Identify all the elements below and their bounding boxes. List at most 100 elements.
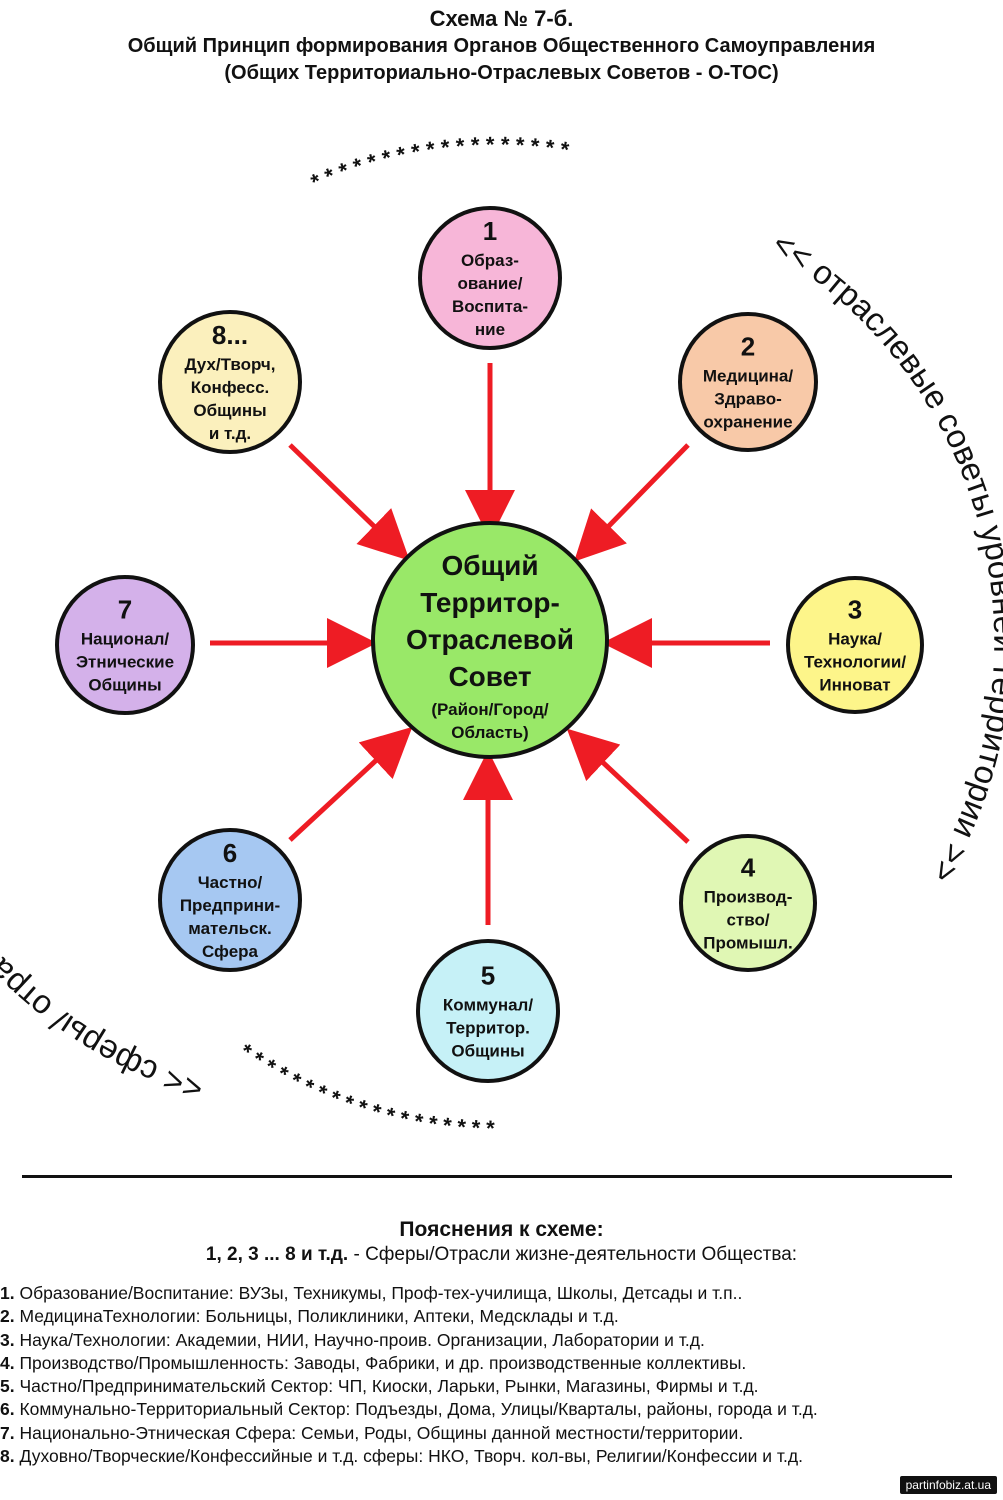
node-label-line: Территор. <box>446 1019 530 1038</box>
node-label-line: ование/ <box>458 274 523 293</box>
list-item: 1. Образование/Воспитание: ВУЗы, Технику… <box>0 1282 1003 1305</box>
list-item-text: МедицинаТехнологии: Больницы, Поликлиник… <box>14 1306 619 1327</box>
section-separator <box>22 1175 952 1178</box>
node-label-line: ние <box>475 320 505 339</box>
node-8: 8... Дух/Творч, Конфесс. Общины и т.д. <box>158 310 302 454</box>
node-number: 7 <box>118 595 132 625</box>
explanations-subtitle: 1, 2, 3 ... 8 и т.д. - Сферы/Отрасли жиз… <box>0 1244 1003 1266</box>
center-circle <box>371 521 609 759</box>
center-label-line: Отраслевой <box>406 624 574 655</box>
explanations-title: Пояснения к схеме: <box>399 1218 604 1241</box>
node-number: 6 <box>223 838 237 868</box>
list-item-number: 4. <box>0 1352 15 1373</box>
diagram-subtitle-line2: (Общих Территориально-Отраслевых Советов… <box>224 62 779 84</box>
node-label-line: Общины <box>88 676 161 695</box>
node-circle <box>679 834 817 972</box>
top-stars-textpath: * * * * * * * * * * * * * * * * * * <box>307 132 571 195</box>
node-circle <box>416 939 560 1083</box>
top-stars-arc: * * * * * * * * * * * * * * * * * * <box>307 132 571 195</box>
list-item-text: Наука/Технологии: Академии, НИИ, Научно-… <box>14 1329 705 1350</box>
list-item-text: Коммунально-Территориальный Сектор: Подъ… <box>14 1399 818 1420</box>
list-item-text: Частно/Предпринимательский Сектор: ЧП, К… <box>14 1376 759 1397</box>
right-arc-textpath: << отраслевые советы уровней территории … <box>766 224 1003 889</box>
node-label-line: Сфера <box>202 942 259 961</box>
center-label-line: Общий <box>441 550 538 581</box>
left-arc-label: << сферы/ отрасли жизнедеятельности обще… <box>0 412 207 1109</box>
list-item-text: Производство/Промышленность: Заводы, Фаб… <box>14 1352 747 1373</box>
list-item-number: 8. <box>0 1446 15 1467</box>
list-item: 5. Частно/Предпринимательский Сектор: ЧП… <box>0 1375 1003 1398</box>
node-circle <box>678 312 818 452</box>
structure-diagram: << сферы/ отрасли жизнедеятельности обще… <box>0 132 1003 1141</box>
list-item-number: 6. <box>0 1399 15 1420</box>
node-label-line: Здраво- <box>714 390 782 409</box>
right-arc-label: << отраслевые советы уровней территории … <box>766 224 1003 889</box>
node-label-line: Образ- <box>461 251 519 270</box>
node-label-line: мательск. <box>188 919 272 938</box>
node-label-line: Дух/Творч, <box>184 355 275 374</box>
arrow-2 <box>574 443 690 562</box>
list-item-text: Духовно/Творческие/Конфессийные и т.д. с… <box>14 1446 803 1467</box>
diagram-subtitle-line1: Общий Принцип формирования Органов Общес… <box>127 35 876 57</box>
node-number: 4 <box>741 853 756 883</box>
node-circle <box>158 828 302 972</box>
list-item: 6. Коммунально-Территориальный Сектор: П… <box>0 1398 1003 1421</box>
node-label-line: Производ- <box>704 888 793 907</box>
explanations-subtitle-rest: - Сферы/Отрасли жизне-деятельности Общес… <box>348 1244 798 1265</box>
list-item-number: 2. <box>0 1306 15 1327</box>
node-label-line: охранение <box>703 413 792 432</box>
node-label-line: Инноват <box>819 676 890 695</box>
node-number: 2 <box>741 332 755 362</box>
node-label-line: и т.д. <box>209 424 251 443</box>
node-label-line: Технологии/ <box>804 653 906 672</box>
node-number: 3 <box>848 595 862 625</box>
left-arc-textpath: << сферы/ отрасли жизнедеятельности обще… <box>0 412 207 1109</box>
explanations-list: 1. Образование/Воспитание: ВУЗы, Технику… <box>0 1282 1003 1468</box>
node-label-line: Конфесс. <box>191 378 270 397</box>
node-number: 8... <box>212 320 248 350</box>
center-label-line: Территор- <box>420 587 560 618</box>
list-item: 2. МедицинаТехнологии: Больницы, Поликли… <box>0 1305 1003 1328</box>
arrow-8 <box>288 443 410 561</box>
node-label-line: Медицина/ <box>703 367 793 386</box>
site-watermark: partinfobiz.at.ua <box>899 1476 997 1494</box>
list-item-number: 7. <box>0 1422 15 1443</box>
node-label-line: Общины <box>193 401 266 420</box>
node-circle <box>786 576 924 714</box>
center-sub-label-line: (Район/Город/ <box>431 700 549 719</box>
node-label-line: Национал/ <box>81 630 170 649</box>
arrows-group <box>210 363 770 925</box>
list-item: 7. Национально-Этническая Сфера: Семьи, … <box>0 1422 1003 1445</box>
list-item-text: Образование/Воспитание: ВУЗы, Техникумы,… <box>14 1283 743 1303</box>
node-label-line: ство/ <box>726 911 769 930</box>
node-label-line: Наука/ <box>828 630 882 649</box>
node-label-line: Предприни- <box>180 896 280 915</box>
center-sub-label-line: Область) <box>451 723 528 742</box>
node-label-line: Общины <box>451 1042 524 1061</box>
list-item: 3. Наука/Технологии: Академии, НИИ, Науч… <box>0 1329 1003 1352</box>
node-circle <box>418 206 562 350</box>
arrow-6 <box>288 726 413 842</box>
node-label-line: Этнические <box>76 653 174 672</box>
node-label-line: Воспита- <box>452 297 528 316</box>
list-item: 8. Духовно/Творческие/Конфессийные и т.д… <box>0 1445 1003 1468</box>
diagram-title: Схема № 7-б. <box>429 6 574 31</box>
node-number: 1 <box>483 216 497 246</box>
node-circle <box>55 575 195 715</box>
list-item-number: 1. <box>0 1283 15 1303</box>
node-label-line: Коммунал/ <box>443 996 533 1015</box>
node-number: 5 <box>481 961 495 991</box>
explanations-subtitle-bold: 1, 2, 3 ... 8 и т.д. <box>205 1244 349 1265</box>
list-item-text: Национально-Этническая Сфера: Семьи, Род… <box>14 1422 744 1443</box>
center-label-line: Совет <box>448 661 531 692</box>
node-label-line: Частно/ <box>198 873 263 892</box>
